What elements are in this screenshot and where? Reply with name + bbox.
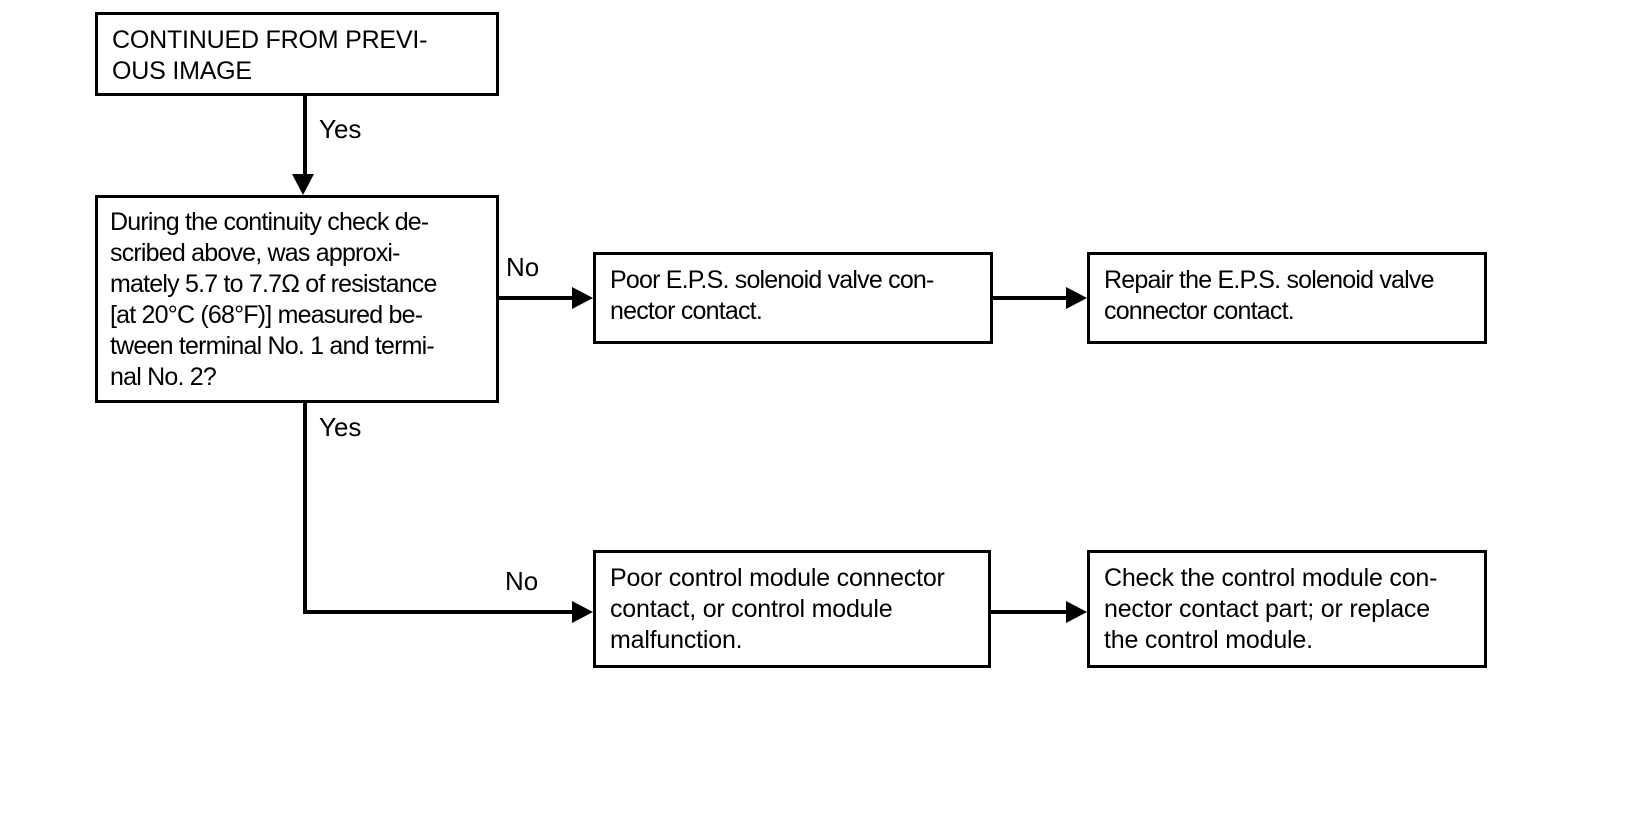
node-question-line-2: scribed above, was approxi- xyxy=(110,239,400,267)
arrow-right-icon xyxy=(572,601,593,623)
node-poor-eps-line-2: nector contact. xyxy=(610,297,763,325)
node-continuity-check-question: During the continuity check de- scribed … xyxy=(95,195,499,403)
arrow-right-icon xyxy=(1066,287,1087,309)
node-question-line-5: tween terminal No. 1 and termi- xyxy=(110,332,435,360)
node-repair-eps-line-2: connector contact. xyxy=(1104,297,1295,325)
connector-question-to-poor-control-module-vertical xyxy=(303,403,307,614)
node-continued-line-2: OUS IMAGE xyxy=(112,57,252,85)
arrow-right-icon xyxy=(1066,601,1087,623)
edge-label-yes-middle: Yes xyxy=(319,412,362,442)
node-poor-cm-line-1: Poor control module connector xyxy=(610,564,945,592)
connector-poor-cm-to-check-cm-line xyxy=(991,610,1069,614)
node-check-cm-line-2: nector contact part; or replace xyxy=(1104,595,1430,623)
node-check-control-module-connector-contact: Check the control module con- nector con… xyxy=(1087,550,1487,668)
node-question-line-3: mately 5.7 to 7.7Ω of resistance xyxy=(110,270,437,298)
node-continued-from-previous-image: CONTINUED FROM PREVI- OUS IMAGE xyxy=(95,12,499,96)
node-question-line-6: nal No. 2? xyxy=(110,363,217,391)
node-poor-eps-line-1: Poor E.P.S. solenoid valve con- xyxy=(610,266,934,294)
node-repair-eps-solenoid-valve-connector-contact: Repair the E.P.S. solenoid valve connect… xyxy=(1087,252,1487,344)
connector-question-to-poor-control-module-horizontal xyxy=(303,610,575,614)
node-poor-control-module-connector-contact: Poor control module connector contact, o… xyxy=(593,550,991,668)
node-question-line-4: [at 20°C (68°F)] measured be- xyxy=(110,301,423,329)
edge-label-no-upper: No xyxy=(506,252,540,282)
edge-label-no-lower: No xyxy=(505,566,539,596)
node-repair-eps-line-1: Repair the E.P.S. solenoid valve xyxy=(1104,266,1435,294)
node-question-line-1: During the continuity check de- xyxy=(110,208,429,236)
edge-label-yes-top: Yes xyxy=(319,114,362,144)
arrow-right-icon xyxy=(572,287,593,309)
connector-continued-to-question-line xyxy=(303,96,307,176)
connector-question-to-poor-eps-line xyxy=(499,296,575,300)
node-poor-cm-line-2: contact, or control module xyxy=(610,595,893,623)
connector-poor-eps-to-repair-eps-line xyxy=(993,296,1069,300)
node-poor-eps-solenoid-valve-connector-contact: Poor E.P.S. solenoid valve con- nector c… xyxy=(593,252,993,344)
arrow-down-icon xyxy=(292,174,314,195)
node-check-cm-line-3: the control module. xyxy=(1104,626,1313,654)
node-continued-line-1: CONTINUED FROM PREVI- xyxy=(112,26,428,54)
node-poor-cm-line-3: malfunction. xyxy=(610,626,743,654)
node-check-cm-line-1: Check the control module con- xyxy=(1104,564,1438,592)
